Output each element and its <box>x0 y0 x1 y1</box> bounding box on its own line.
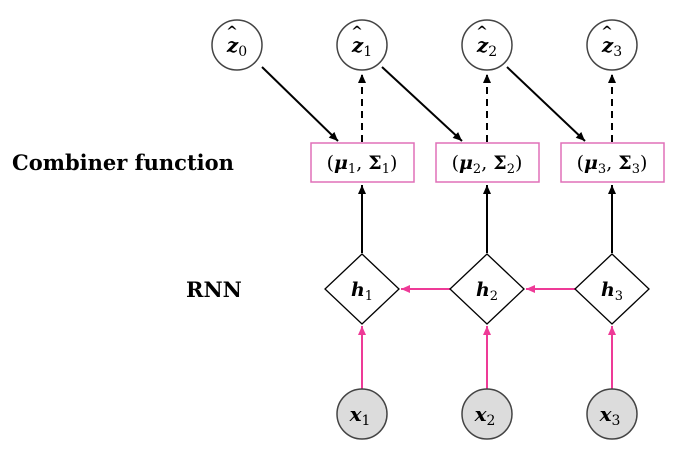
observed-node-x1: x1 <box>336 388 388 440</box>
edge-z2-to-combiner3 <box>506 66 586 142</box>
edge-z0-to-combiner1 <box>261 66 339 142</box>
latent-node-z1: z1 ^ <box>336 19 388 71</box>
svg-text:x1: x1 <box>349 402 371 429</box>
svg-text:^: ^ <box>476 24 488 40</box>
edge-z1-to-combiner2 <box>381 66 463 142</box>
combiner-box-1: (μ1, Σ1) <box>310 142 415 183</box>
svg-text:z1: z1 <box>351 33 372 60</box>
combiner-function-label: Combiner function <box>12 150 234 175</box>
svg-text:z3: z3 <box>601 33 622 60</box>
svg-text:z2: z2 <box>476 33 497 60</box>
observed-node-x2: x2 <box>461 388 513 440</box>
svg-text:h1: h1 <box>351 279 373 304</box>
svg-text:x2: x2 <box>474 402 496 429</box>
svg-text:^: ^ <box>351 24 363 40</box>
latent-node-z0: z0 ^ <box>211 19 263 71</box>
svg-text:^: ^ <box>601 24 613 40</box>
rnn-node-h1: h1 <box>324 253 400 325</box>
combiner-box-3: (μ3, Σ3) <box>560 142 665 183</box>
svg-text:(μ1, Σ1): (μ1, Σ1) <box>327 152 398 177</box>
svg-text:^: ^ <box>226 24 238 40</box>
rnn-node-h2: h2 <box>449 253 525 325</box>
observed-node-x3: x3 <box>586 388 638 440</box>
latent-node-z3: z3 ^ <box>586 19 638 71</box>
svg-text:(μ3, Σ3): (μ3, Σ3) <box>577 152 648 177</box>
svg-text:h3: h3 <box>601 279 623 304</box>
combiner-box-2: (μ2, Σ2) <box>435 142 540 183</box>
rnn-label: RNN <box>186 277 242 302</box>
svg-text:z0: z0 <box>226 33 247 60</box>
latent-node-z2: z2 ^ <box>461 19 513 71</box>
svg-text:(μ2, Σ2): (μ2, Σ2) <box>452 152 523 177</box>
svg-text:h2: h2 <box>476 279 498 304</box>
svg-text:x3: x3 <box>599 402 621 429</box>
rnn-node-h3: h3 <box>574 253 650 325</box>
